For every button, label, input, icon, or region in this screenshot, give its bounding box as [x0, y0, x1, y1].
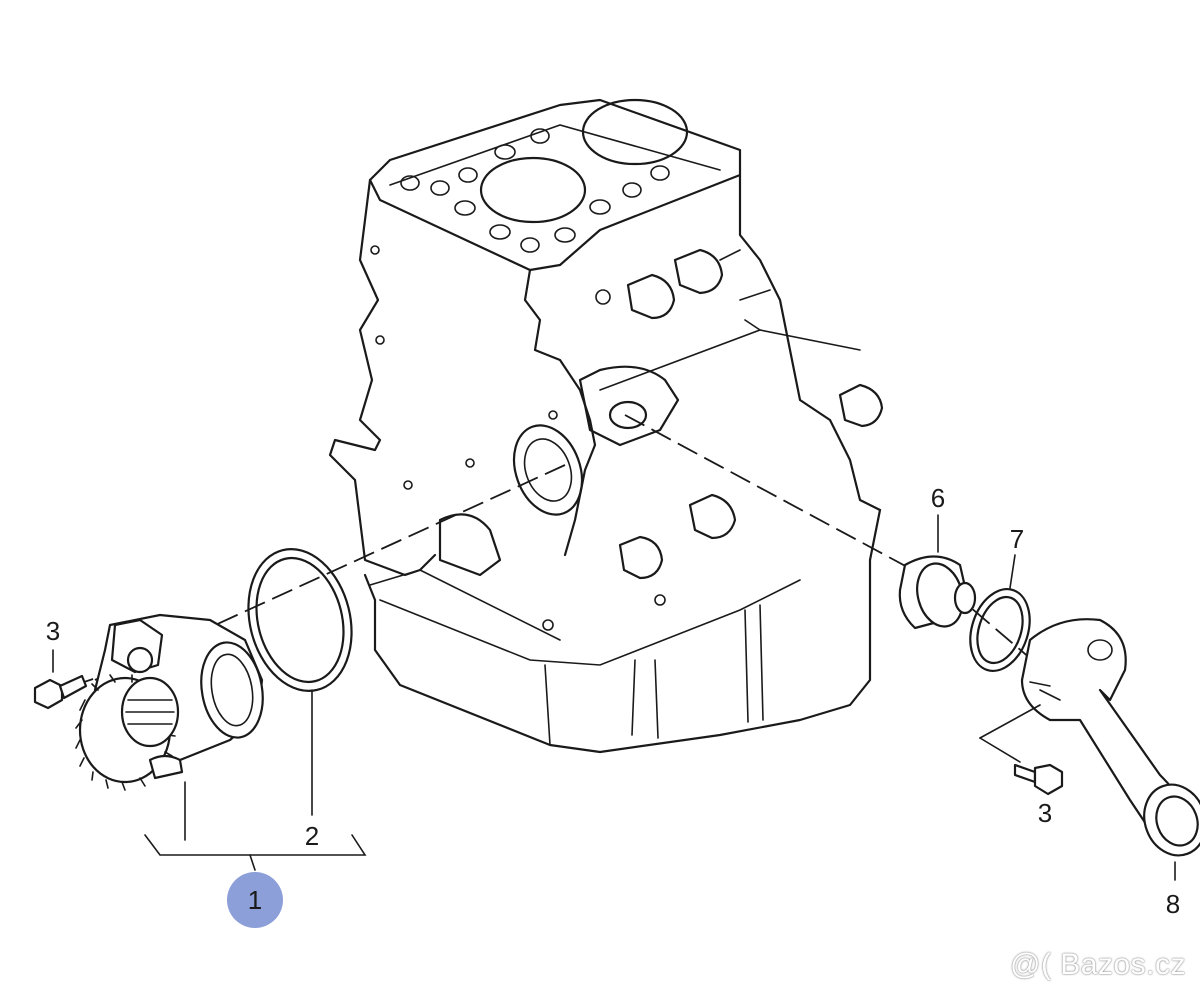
water-pump	[75, 613, 264, 841]
callout-labels: 1 2 3 3 6 7 8	[46, 483, 1180, 928]
coolant-flange	[1020, 618, 1200, 881]
callout-1: 1	[248, 885, 262, 915]
thermostat	[898, 514, 977, 630]
callout-1-badge	[227, 872, 283, 928]
callout-8: 8	[1166, 889, 1180, 919]
callout-3-right: 3	[1038, 798, 1052, 828]
bolt-left	[33, 649, 88, 710]
watermark: @( Bazos.cz	[1009, 948, 1186, 981]
callout-3-left: 3	[46, 616, 60, 646]
callout-7: 7	[1010, 524, 1024, 554]
pump-gear	[75, 674, 180, 791]
engine-block	[328, 98, 884, 754]
callout-2: 2	[305, 821, 319, 851]
callout-6: 6	[931, 483, 945, 513]
assembly-bracket	[144, 834, 367, 871]
bolt-right	[979, 704, 1064, 796]
thermostat-seal	[969, 554, 1031, 672]
watermark-logo-icon: @(	[1009, 948, 1052, 981]
pump-o-ring	[247, 547, 353, 816]
